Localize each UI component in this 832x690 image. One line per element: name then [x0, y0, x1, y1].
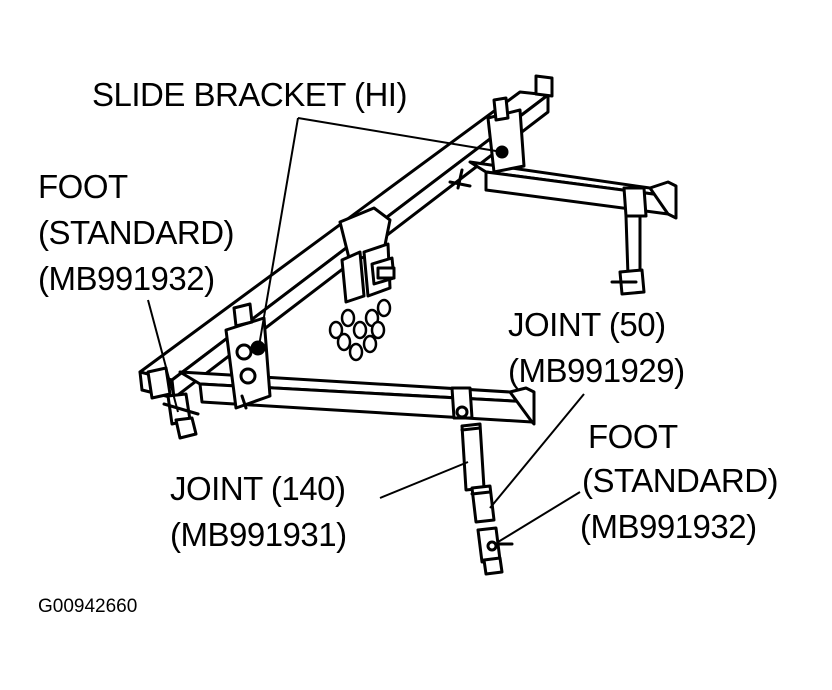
left-foot	[146, 366, 200, 440]
label-joint-50-line2: (MB991929)	[508, 352, 685, 389]
rear-right-leg	[610, 186, 648, 296]
label-foot-left-line3: (MB991932)	[38, 260, 215, 297]
figure-code: G00942660	[38, 596, 138, 617]
chain-block	[328, 206, 396, 362]
label-joint-140-line1: JOINT (140)	[170, 470, 346, 507]
label-foot-right-line3: (MB991932)	[580, 508, 757, 545]
leader-slide-bracket	[257, 117, 299, 353]
leader-joint-50	[489, 393, 585, 509]
label-foot-right-line1: FOOT	[588, 418, 678, 455]
label-foot-left-line1: FOOT	[38, 168, 128, 205]
label-slide-bracket: SLIDE BRACKET (HI)	[92, 76, 407, 113]
leader-foot-right	[497, 491, 581, 543]
rear-crossbar	[468, 160, 678, 220]
label-joint-140-line2: (MB991931)	[170, 516, 347, 553]
rear-slide-bracket	[448, 96, 526, 190]
leader-slide-bracket-rear	[297, 117, 503, 153]
joint-50-part	[470, 484, 496, 524]
leader-joint-140	[379, 461, 469, 499]
joint-140-part	[460, 422, 486, 492]
leader-foot-left	[147, 299, 179, 413]
label-joint-50-line1: JOINT (50)	[508, 306, 666, 343]
right-foot	[476, 526, 514, 576]
label-foot-left-line2: (STANDARD)	[38, 214, 235, 251]
label-foot-right-line2: (STANDARD)	[582, 462, 779, 499]
